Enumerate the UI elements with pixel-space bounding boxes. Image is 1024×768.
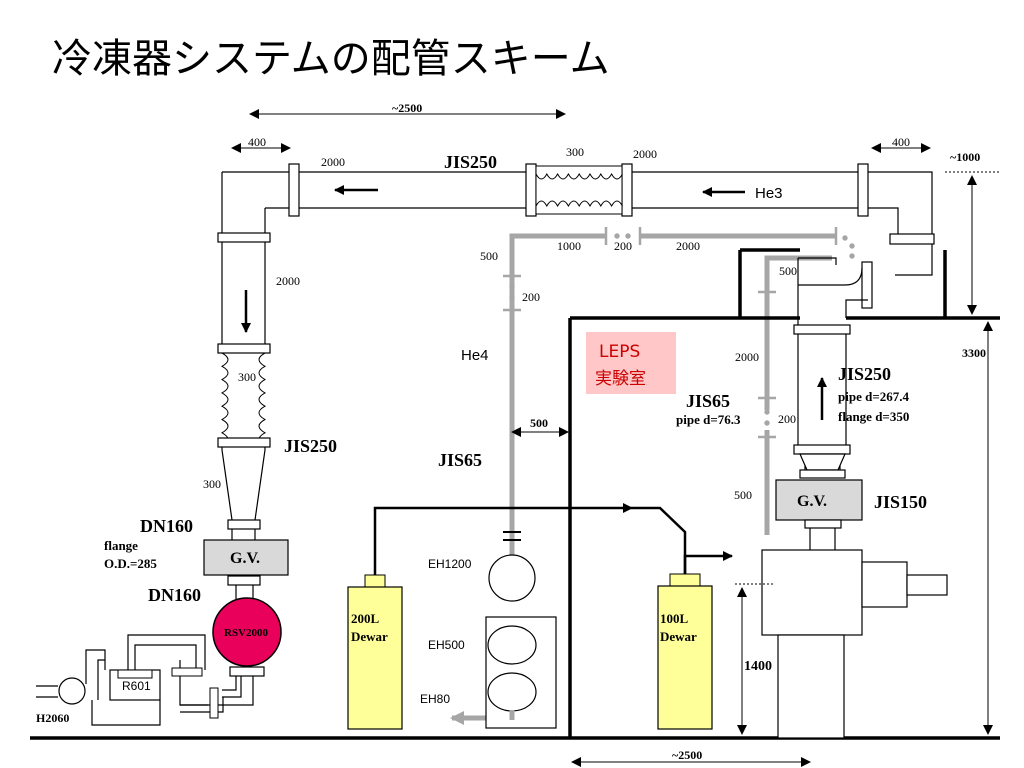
dim-detector-1400: 1400 <box>744 659 772 674</box>
dim-right-gray-500a: 500 <box>779 264 797 278</box>
dewar-200l <box>347 574 403 730</box>
right-flange-1 <box>793 324 851 335</box>
leps-label-box <box>586 332 676 394</box>
dim-bellows-top: 300 <box>566 145 584 159</box>
dim-he4-1000: 1000 <box>557 239 581 253</box>
right-flange-2 <box>793 444 851 455</box>
dim-right-gray-200: 200 <box>778 412 796 426</box>
label-he3: He3 <box>755 185 783 202</box>
label-dewar200-2: Dewar <box>351 629 388 644</box>
small-valve <box>209 687 219 719</box>
detector-stand <box>777 634 845 739</box>
label-flange-note-2: O.D.=285 <box>104 556 157 571</box>
left-flange-3 <box>217 437 271 448</box>
label-jis65-left: JIS65 <box>438 450 482 470</box>
dim-left-vertical: 2000 <box>276 274 300 288</box>
gate-valve-left <box>203 539 289 576</box>
dim-gap-500: 500 <box>530 416 548 430</box>
left-flange-5 <box>227 575 261 586</box>
he4-breaks <box>503 227 855 312</box>
dim-bellows-left: 300 <box>238 370 256 384</box>
right-mid-flange <box>861 261 873 309</box>
label-dn160-bottom: DN160 <box>148 585 201 605</box>
label-jis150: JIS150 <box>874 492 927 512</box>
left-flange-4 <box>227 519 261 530</box>
dim-flange-left: 400 <box>248 135 266 149</box>
dim-pipe-top-left: 2000 <box>321 155 345 169</box>
eh1200-heater <box>488 554 536 602</box>
label-h2060: H2060 <box>36 711 69 725</box>
dim-right-gray-500b: 500 <box>734 488 752 502</box>
fill-lines <box>373 503 733 575</box>
dim-top-span: ~2500 <box>392 101 422 115</box>
label-jis65-pipe: pipe d=76.3 <box>676 412 741 427</box>
right-flange-3 <box>799 469 846 479</box>
label-flange-d: flange d=350 <box>838 409 909 424</box>
dim-bottom-span: ~2500 <box>672 748 702 762</box>
left-flange-1 <box>217 232 271 243</box>
detector-port <box>861 561 908 608</box>
dim-he4-2000: 2000 <box>676 239 700 253</box>
detector-port-tip <box>906 574 948 596</box>
rsv-pump <box>212 597 282 667</box>
eh500-heater <box>487 625 537 665</box>
label-gv-left: G.V. <box>230 550 260 567</box>
label-eh1200: EH1200 <box>428 557 472 571</box>
label-gv-right: G.V. <box>797 493 827 510</box>
gate-valve-right <box>775 479 863 521</box>
right-gray-breaks <box>758 290 776 439</box>
top-bellows <box>535 165 623 215</box>
label-dn160-top: DN160 <box>140 516 193 536</box>
label-r601: R601 <box>122 679 151 693</box>
dim-right-height: ~1000 <box>950 150 980 164</box>
he4-small-flanges <box>503 531 521 541</box>
dim-he4-200a: 200 <box>614 239 632 253</box>
valve-flange <box>171 667 203 677</box>
dim-he4-200b: 200 <box>522 290 540 304</box>
label-jis65-right: JIS65 <box>686 391 730 411</box>
left-flange-2 <box>217 343 271 354</box>
page-title: 冷凍器システムの配管スキーム <box>52 36 610 82</box>
eh80-heater <box>487 672 537 712</box>
dim-pipe-top-right: 2000 <box>633 147 657 161</box>
dim-flange-right: 400 <box>892 135 910 149</box>
label-eh500: EH500 <box>428 638 465 652</box>
label-flange-note-1: flange <box>104 538 138 553</box>
label-dewar200-1: 200L <box>351 611 380 626</box>
label-eh80: EH80 <box>420 692 450 706</box>
r601-flange <box>117 669 153 679</box>
right-top-flange <box>889 233 935 245</box>
room-walls <box>30 248 1000 740</box>
label-jis250-top: JIS250 <box>444 152 497 172</box>
left-bellows <box>220 352 267 447</box>
backing-pipes <box>36 634 254 726</box>
dewar-100l <box>657 573 713 730</box>
dim-cone-left: 300 <box>203 477 221 491</box>
label-leps-2: 実験室 <box>595 369 646 389</box>
label-jis250-left: JIS250 <box>284 436 337 456</box>
rsv-flange <box>229 666 265 677</box>
right-reducer <box>799 453 846 471</box>
dim-right-gray-2000: 2000 <box>735 350 759 364</box>
label-dewar100-1: 100L <box>660 611 689 626</box>
dim-he4-500: 500 <box>480 249 498 263</box>
label-pipe-d: pipe d=267.4 <box>838 389 909 404</box>
label-rsv: RSV2000 <box>224 627 269 639</box>
label-he4: He4 <box>461 347 489 364</box>
detector-chamber <box>761 549 863 636</box>
h2060-pump <box>58 677 86 705</box>
right-flange-4 <box>804 519 842 529</box>
dimension-lines <box>231 109 1000 767</box>
dim-room-height: 3300 <box>962 346 986 360</box>
label-dewar100-2: Dewar <box>660 629 697 644</box>
label-jis250-right: JIS250 <box>838 364 891 384</box>
label-leps-1: LEPS <box>599 342 640 362</box>
